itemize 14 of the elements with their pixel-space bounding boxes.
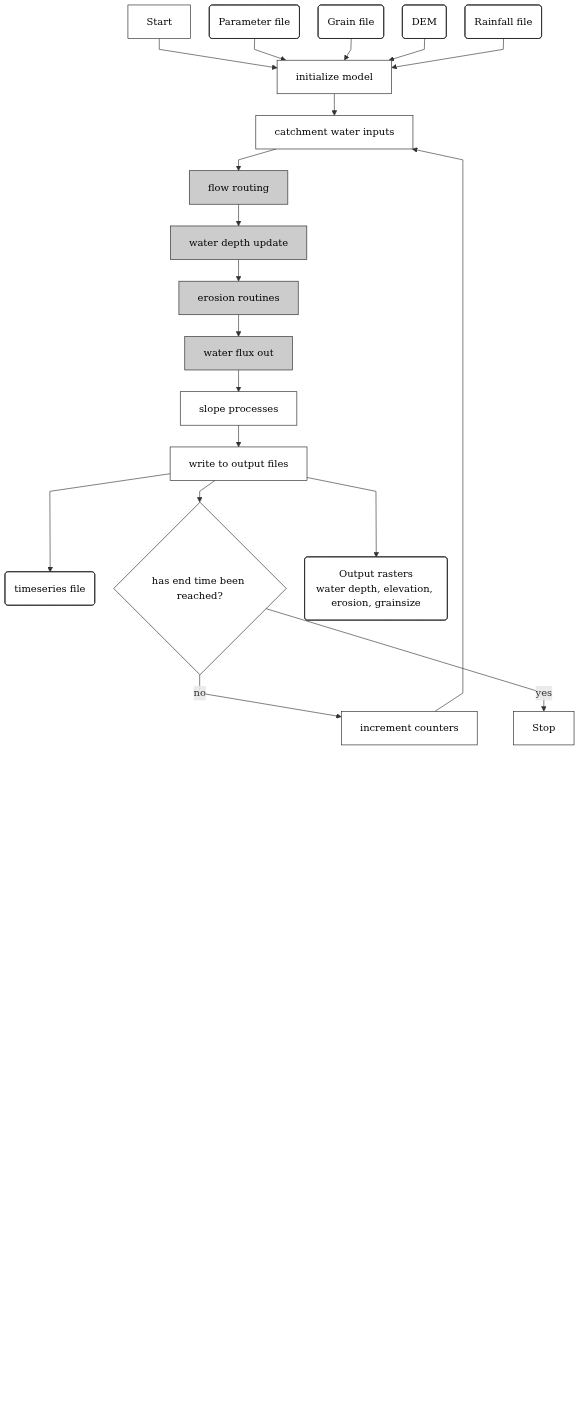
node-box: write to output files <box>169 446 308 481</box>
node-box: Start <box>127 4 191 39</box>
node-box: initialize model <box>276 59 392 95</box>
node-box: Stop <box>513 711 575 746</box>
edge-label: no <box>193 686 206 699</box>
edge-label: yes <box>535 686 553 699</box>
node-box: flow routing <box>188 170 289 205</box>
node-box: slope processes <box>179 391 298 426</box>
node-box: water flux out <box>184 336 293 371</box>
node-diamond: has end time been reached? <box>113 501 287 676</box>
node-box: water depth update <box>170 225 308 260</box>
node-box: increment counters <box>341 711 478 746</box>
node-box: erosion routines <box>178 280 299 316</box>
node-box: catchment water inputs <box>255 115 414 150</box>
